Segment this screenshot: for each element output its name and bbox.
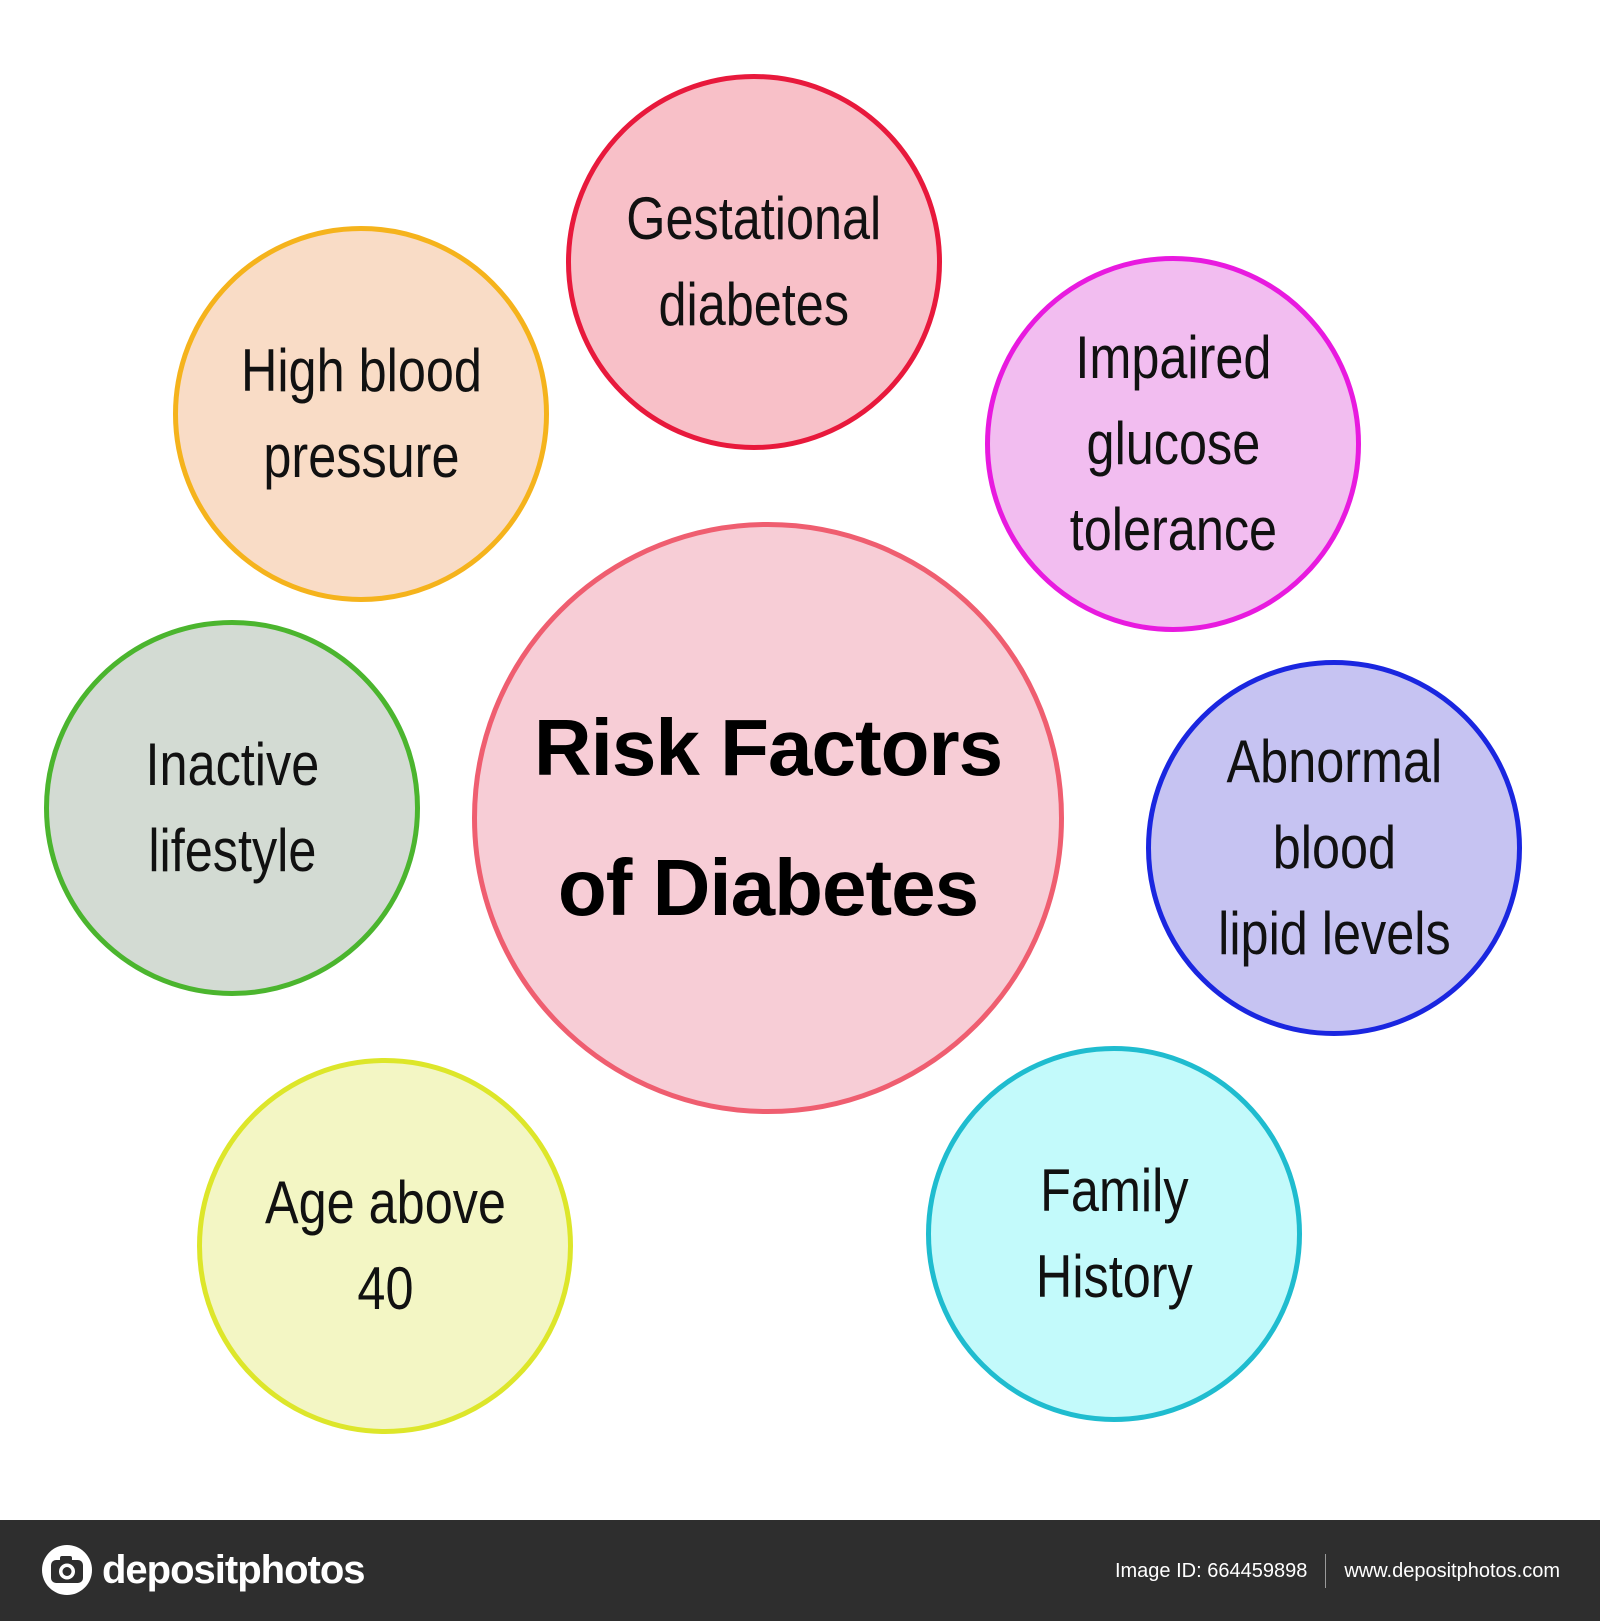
factor-label-line: diabetes [658, 271, 850, 338]
factor-label-line: lipid levels [1217, 900, 1451, 967]
factor-high-blood-pressure: High blood pressure [173, 226, 549, 602]
center-topic-bubble: Risk Factors of Diabetes [472, 522, 1064, 1114]
factor-label-line: History [1035, 1243, 1193, 1310]
brand-name: depositphotos [102, 1547, 366, 1592]
factor-label-line: tolerance [1069, 496, 1277, 563]
factor-impaired-glucose-tolerance: Impaired glucose tolerance [985, 256, 1361, 632]
factor-label: Family History [1036, 1148, 1193, 1320]
factor-label-line: glucose [1086, 410, 1260, 477]
diagram-title-line: of Diabetes [557, 843, 979, 932]
factor-label-line: Family [1039, 1157, 1189, 1224]
footer-divider [1325, 1554, 1327, 1588]
factor-abnormal-blood-lipid-levels: Abnormal blood lipid levels [1146, 660, 1522, 1036]
factor-label-line: 40 [356, 1255, 414, 1322]
factor-label-line: Age above [264, 1169, 506, 1236]
factor-label-line: Abnormal [1226, 728, 1442, 795]
factor-label: Gestational diabetes [627, 176, 882, 348]
factor-label-line: Gestational [626, 185, 882, 252]
factor-label-line: Impaired [1074, 324, 1272, 391]
footer-bar: depositphotos Image ID: 664459898 www.de… [0, 1520, 1600, 1621]
factor-label-line: lifestyle [147, 817, 317, 884]
factor-label-line: pressure [262, 423, 460, 490]
factor-inactive-lifestyle: Inactive lifestyle [44, 620, 420, 996]
factor-label-line: High blood [240, 337, 482, 404]
factor-label: Impaired glucose tolerance [1069, 315, 1276, 573]
factor-label: High blood pressure [241, 328, 482, 500]
factor-family-history: Family History [926, 1046, 1302, 1422]
factor-label: Age above 40 [264, 1160, 505, 1332]
factor-label: Abnormal blood lipid levels [1218, 719, 1451, 977]
brand-logo[interactable]: depositphotos [40, 1542, 366, 1598]
camera-icon [40, 1543, 94, 1597]
factor-label: Inactive lifestyle [145, 722, 319, 894]
diagram-title: Risk Factors of Diabetes [533, 678, 1003, 958]
factor-gestational-diabetes: Gestational diabetes [566, 74, 942, 450]
image-id: Image ID: 664459898 [1114, 1559, 1308, 1582]
diagram-canvas: Gestational diabetes High blood pressure… [44, 74, 1522, 1434]
factor-label-line: Inactive [145, 731, 319, 798]
website-link[interactable]: www.depositphotos.com [1344, 1559, 1560, 1582]
factor-label-line: blood [1272, 814, 1396, 881]
diagram-title-line: Risk Factors [533, 703, 1003, 792]
factor-age-above-40: Age above 40 [197, 1058, 573, 1434]
footer-meta: Image ID: 664459898 www.depositphotos.co… [1115, 1554, 1560, 1588]
